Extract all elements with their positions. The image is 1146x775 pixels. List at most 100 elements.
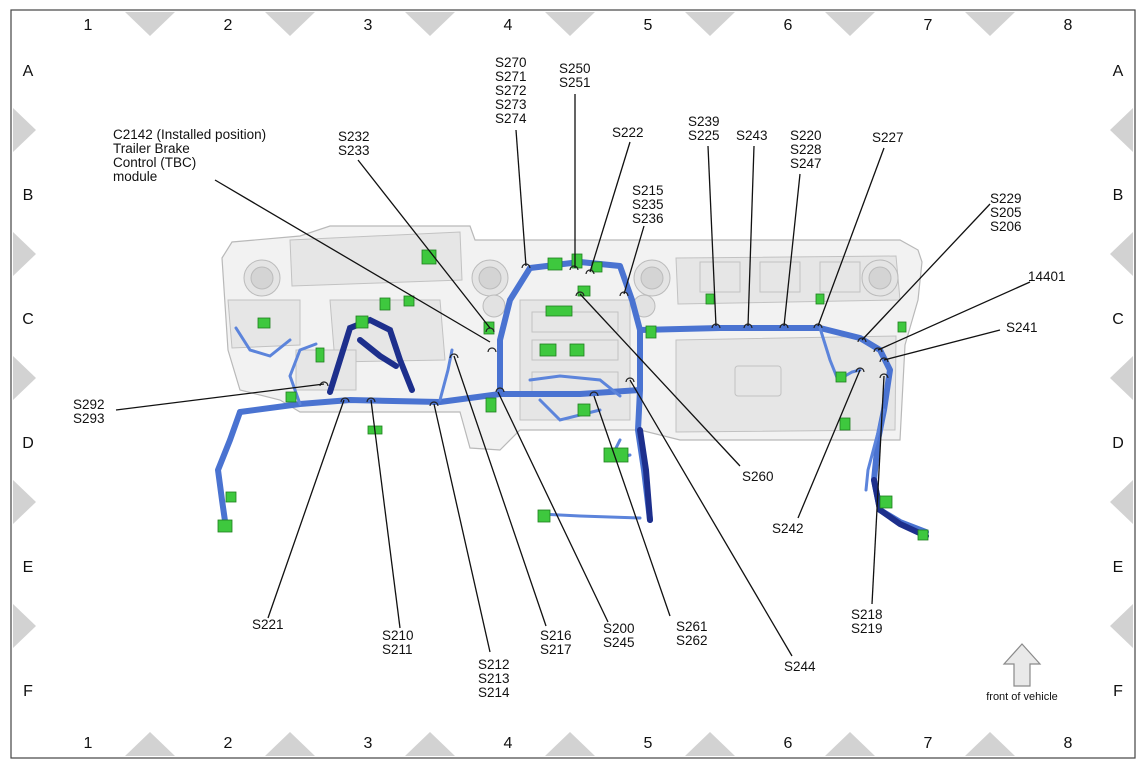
label-line: S274 — [495, 111, 527, 126]
col-label: 8 — [1064, 735, 1073, 752]
label-s244: S244 — [784, 659, 816, 674]
row-label: E — [23, 559, 34, 576]
connector — [835, 371, 847, 383]
connector — [379, 297, 391, 311]
splice-marker — [495, 387, 505, 393]
label-line: S220 — [790, 128, 822, 143]
label-line: S219 — [851, 621, 883, 636]
label-line: S200 — [603, 621, 635, 636]
leader-line-s241 — [883, 329, 1001, 361]
front-arrow-icon — [1002, 643, 1042, 687]
leader-line-s292 — [115, 383, 325, 411]
label-line: S233 — [338, 143, 370, 158]
label-line: S228 — [790, 142, 822, 157]
connector — [355, 315, 369, 329]
connector — [485, 397, 497, 413]
row-label: B — [23, 187, 34, 204]
connector — [537, 509, 551, 523]
label-line: S213 — [478, 671, 510, 686]
label-line: S235 — [632, 197, 664, 212]
col-label: 1 — [84, 17, 93, 34]
leader-line-s218 — [871, 375, 885, 605]
col-label: 3 — [364, 17, 373, 34]
connector — [547, 257, 563, 271]
connector — [591, 261, 603, 273]
label-s242: S242 — [772, 521, 804, 536]
label-line: S242 — [772, 521, 804, 536]
row-label: F — [23, 683, 33, 700]
leader-line-14401 — [877, 281, 1031, 351]
label-s243: S243 — [736, 128, 768, 143]
connector — [539, 343, 557, 357]
front-of-vehicle-indicator: front of vehicle — [986, 643, 1058, 703]
connectors — [217, 249, 929, 541]
connector — [917, 529, 929, 541]
leader-line-s216 — [453, 355, 547, 627]
label-line: S247 — [790, 156, 822, 171]
leader-line-s227 — [817, 147, 885, 327]
label-s218: S218 S219 — [851, 607, 883, 636]
label-line: S250 — [559, 61, 591, 76]
connector — [545, 305, 573, 317]
leader-line-s260 — [579, 293, 741, 467]
col-label: 6 — [784, 735, 793, 752]
label-line: S262 — [676, 633, 708, 648]
splice-marker — [873, 347, 883, 353]
splice-marker — [569, 265, 579, 271]
connector — [603, 447, 629, 463]
grid-columns-bottom: 1 2 3 4 5 6 7 8 — [84, 735, 1073, 752]
grid-rows-right: A B C D E F — [1112, 63, 1124, 700]
splice-marker — [340, 397, 350, 403]
connector — [897, 321, 907, 333]
col-label: 4 — [504, 17, 513, 34]
label-s232: S232 S233 — [338, 129, 370, 158]
diagram-frame — [10, 9, 1136, 759]
col-label: 5 — [644, 735, 653, 752]
label-line: S217 — [540, 642, 572, 657]
leader-line-s242 — [797, 369, 861, 519]
label-c2142: C2142 (Installed position) Trailer Brake… — [113, 127, 266, 184]
label-s200: S200 S245 — [603, 621, 635, 650]
label-line: C2142 (Installed position) — [113, 127, 266, 142]
label-line: 14401 — [1028, 269, 1066, 284]
label-s261: S261 S262 — [676, 619, 708, 648]
splice-marker — [449, 353, 459, 359]
splice-marker — [879, 357, 889, 363]
splice-marker — [855, 367, 865, 373]
leader-line-s239 — [707, 145, 717, 327]
leader-line-s243 — [747, 145, 755, 327]
leader-line-s232 — [357, 159, 491, 329]
col-label: 1 — [84, 735, 93, 752]
connector — [569, 343, 585, 357]
splice-marker — [857, 337, 867, 343]
label-line: S218 — [851, 607, 883, 622]
label-s292: S292 S293 — [73, 397, 105, 426]
leader-line-s229 — [861, 203, 991, 341]
splice-marker — [813, 323, 823, 329]
leader-line-s212 — [433, 403, 491, 653]
label-s222: S222 — [612, 125, 644, 140]
row-label: A — [23, 63, 34, 80]
connector — [225, 491, 237, 503]
col-label: 2 — [224, 735, 233, 752]
row-label: C — [22, 311, 34, 328]
leader-line-s270 — [515, 129, 527, 267]
leader-line-s210 — [370, 399, 401, 629]
col-label: 6 — [784, 17, 793, 34]
label-line: S211 — [382, 642, 413, 657]
connector — [403, 295, 415, 307]
row-label: F — [1113, 683, 1123, 700]
label-line: Trailer Brake — [113, 141, 190, 156]
splice-marker — [589, 391, 599, 397]
leader-lines — [115, 94, 1031, 657]
col-label: 2 — [224, 17, 233, 34]
label-line: module — [113, 169, 157, 184]
label-line: S216 — [540, 628, 572, 643]
row-label: A — [1113, 63, 1124, 80]
leader-line-s221 — [267, 399, 345, 619]
label-line: Control (TBC) — [113, 155, 196, 170]
row-label: E — [1113, 559, 1124, 576]
leader-line-s220 — [783, 173, 801, 327]
